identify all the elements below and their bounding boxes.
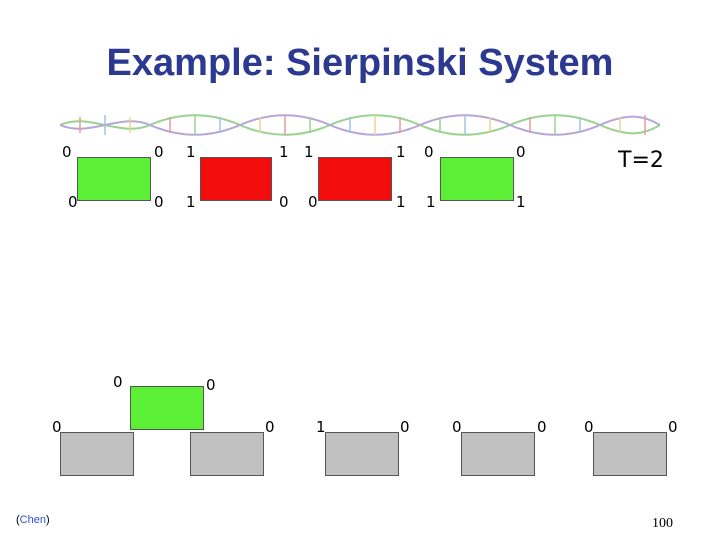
middle-cell-port-tr: 0 (206, 376, 216, 394)
bottom-cell-1-port-tl: 0 (52, 418, 62, 436)
author-credit: (Chen) (16, 514, 50, 526)
middle-cell (130, 386, 204, 430)
credit-name: Chen (19, 514, 46, 526)
top-cell-2-port-br: 0 (279, 193, 289, 211)
top-cell-1-port-tl: 0 (62, 143, 72, 161)
bottom-cell-5-port-tl: 0 (584, 418, 594, 436)
bottom-cell-1 (60, 432, 134, 476)
top-cell-3-port-tl: 1 (304, 143, 314, 161)
top-cell-4 (440, 157, 514, 201)
bottom-cell-3 (325, 432, 399, 476)
top-cell-3-port-tr: 1 (396, 143, 406, 161)
middle-cell-port-tl: 0 (113, 373, 123, 391)
top-cell-3 (318, 157, 392, 201)
top-cell-4-port-tr: 0 (516, 143, 526, 161)
time-step-label: T=2 (618, 148, 664, 173)
top-cell-1-port-tr: 0 (154, 143, 164, 161)
top-cell-1-port-br: 0 (154, 193, 164, 211)
top-cell-2-port-tr: 1 (279, 143, 289, 161)
credit-open-paren: ( (16, 514, 20, 526)
dna-helix-decoration (60, 114, 660, 136)
slide-title: Example: Sierpinski System (106, 42, 614, 84)
top-cell-1 (77, 157, 151, 201)
bottom-cell-5 (593, 432, 667, 476)
top-cell-3-port-bl: 0 (308, 193, 318, 211)
top-cell-2-port-tl: 1 (186, 143, 196, 161)
top-cell-4-port-br: 1 (516, 193, 526, 211)
top-cell-2 (200, 157, 272, 201)
top-cell-1-port-bl: 0 (68, 193, 78, 211)
bottom-cell-4-port-tl: 0 (452, 418, 462, 436)
bottom-cell-4-port-tr: 0 (537, 418, 547, 436)
bottom-cell-2 (190, 432, 264, 476)
bottom-cell-3-port-tr: 0 (400, 418, 410, 436)
page-number: 100 (652, 516, 673, 531)
bottom-cell-5-port-tr: 0 (668, 418, 678, 436)
top-cell-2-port-bl: 1 (186, 193, 196, 211)
top-cell-4-port-tl: 0 (424, 143, 434, 161)
bottom-cell-3-port-tl: 1 (316, 418, 326, 436)
credit-close-paren: ) (45, 514, 50, 526)
top-cell-3-port-br: 1 (396, 193, 406, 211)
top-cell-4-port-bl: 1 (426, 193, 436, 211)
bottom-cell-4 (461, 432, 535, 476)
bottom-cell-2-port-tr: 0 (265, 418, 275, 436)
